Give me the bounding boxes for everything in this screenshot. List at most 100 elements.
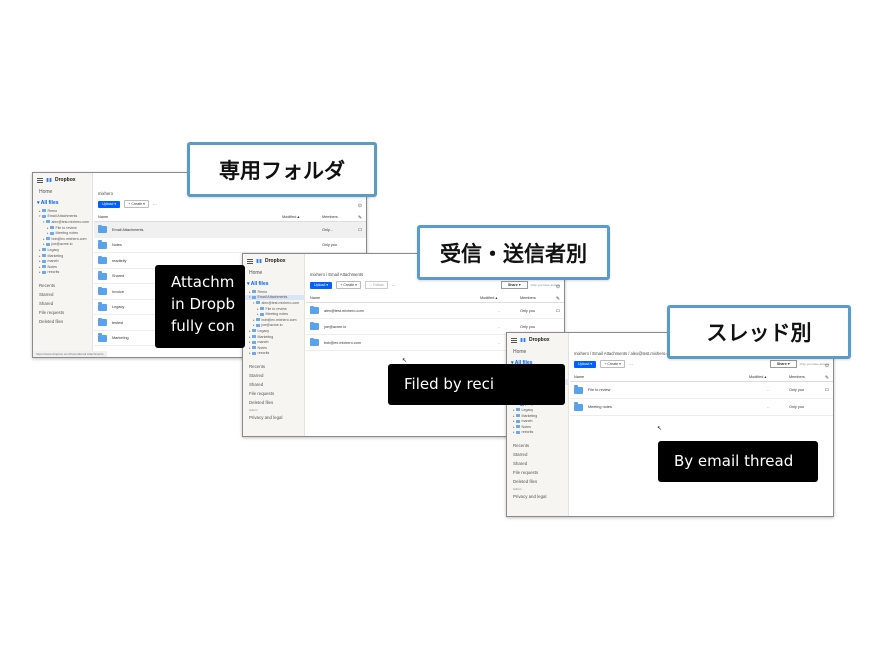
create-label: Create	[607, 362, 619, 367]
tree-item[interactable]: ▸Remo	[33, 208, 92, 214]
side-link-recents[interactable]: Recents	[39, 283, 56, 289]
create-button[interactable]: + Create ▾	[600, 360, 625, 369]
create-button[interactable]: + Create ▾	[124, 200, 149, 209]
activity-icon[interactable]: ⊙	[357, 203, 363, 209]
more-icon[interactable]: ···	[391, 282, 396, 288]
table-row[interactable]: alex@test.mixhero.com--Only you	[306, 303, 564, 320]
tree-item[interactable]: ▸Meeting notes	[243, 311, 304, 317]
more-icon[interactable]: ···	[152, 201, 157, 207]
tree-item[interactable]: ▸Remo	[243, 289, 304, 295]
side-link-admin[interactable]: Admin	[249, 408, 258, 413]
tree-item[interactable]: ▸maneb	[33, 258, 92, 264]
side-link-admin[interactable]: Admin	[513, 487, 522, 492]
side-link-shared[interactable]: Shared	[39, 301, 54, 307]
nav-all-files[interactable]: ▾ All files	[247, 281, 269, 287]
tree-item[interactable]: ▸reecrits	[33, 270, 92, 276]
nav-home[interactable]: Home	[249, 270, 263, 276]
side-link-file-requests[interactable]: File requests	[39, 310, 65, 316]
side-link-privacy[interactable]: Privacy and legal	[513, 494, 547, 500]
tree-item[interactable]: ▸maneb	[507, 418, 568, 424]
share-icon[interactable]: ✎	[357, 215, 363, 221]
tree-item[interactable]: ▸reecrits	[243, 351, 304, 357]
header-modified[interactable]: Modified ▴	[282, 215, 300, 220]
tree-item[interactable]: ▾Email Attachments	[243, 294, 304, 301]
side-link-starred[interactable]: Starred	[513, 452, 528, 458]
tree-item[interactable]: ▸bob@ex.mixhero.com	[33, 236, 92, 242]
side-link-shared[interactable]: Shared	[249, 382, 264, 388]
folder-icon	[42, 248, 47, 252]
tree-item[interactable]: ▸Notes	[243, 345, 304, 351]
caret-icon: ▸	[513, 419, 515, 424]
tree-item[interactable]: ▸Meeting notes	[33, 230, 92, 236]
tree-item[interactable]: ▾Email Attachments	[33, 214, 92, 220]
nav-all-files[interactable]: ▾ All files	[511, 360, 533, 366]
side-link-starred[interactable]: Starred	[249, 373, 264, 379]
folder-icon	[98, 240, 107, 249]
header-members[interactable]: Members	[789, 374, 805, 379]
upload-button[interactable]: Upload ▾	[310, 281, 333, 289]
header-name[interactable]: Name	[574, 374, 585, 379]
menu-icon[interactable]	[511, 337, 517, 343]
tree-item[interactable]: ▸maneb	[243, 339, 304, 345]
tree-item[interactable]: ▸Marketing	[507, 413, 568, 419]
menu-icon[interactable]	[37, 177, 43, 183]
more-icon[interactable]: ···	[628, 361, 633, 367]
header-name[interactable]: Name	[98, 214, 109, 219]
comment-icon[interactable]: ▭	[555, 308, 561, 314]
share-icon[interactable]: ✎	[555, 296, 561, 302]
side-link-starred[interactable]: Starred	[39, 292, 54, 298]
side-link-deleted-files[interactable]: Deleted files	[39, 319, 64, 325]
side-link-deleted-files[interactable]: Deleted files	[513, 479, 538, 485]
tree-item[interactable]: ▸Notes	[33, 264, 92, 270]
side-link-file-requests[interactable]: File requests	[249, 391, 275, 397]
tree-item[interactable]: ▸Marketing	[33, 253, 92, 259]
share-icon[interactable]: ✎	[824, 375, 830, 381]
brand[interactable]: Dropbox	[507, 333, 568, 346]
table-row[interactable]: joe@acme.io--Only you	[306, 319, 564, 336]
comment-icon[interactable]: ▭	[357, 227, 363, 233]
header-modified[interactable]: Modified ▴	[749, 375, 767, 380]
header-modified[interactable]: Modified ▴	[480, 296, 498, 301]
upload-button[interactable]: Upload ▾	[574, 360, 597, 368]
share-button[interactable]: Share ▾	[500, 281, 528, 290]
nav-home[interactable]: Home	[513, 349, 527, 355]
upload-button[interactable]: Upload ▾	[98, 200, 121, 208]
tree-item[interactable]: ▸Notes	[507, 424, 568, 430]
side-link-deleted-files[interactable]: Deleted files	[249, 400, 274, 406]
tree-item[interactable]: ▸Legacy	[33, 247, 92, 253]
brand[interactable]: Dropbox	[33, 173, 92, 186]
tree-item[interactable]: ▸File to review	[33, 225, 92, 231]
side-link-recents[interactable]: Recents	[513, 443, 530, 449]
tree-item[interactable]: ▸Marketing	[243, 334, 304, 340]
tree-item[interactable]: ▸Legacy	[243, 328, 304, 334]
tree-item[interactable]: ▸Legacy	[507, 407, 568, 413]
follow-button[interactable]: ☆ Follow	[364, 281, 388, 290]
activity-icon[interactable]: ⊙	[555, 284, 561, 290]
brand[interactable]: Dropbox	[243, 254, 304, 267]
side-link-shared[interactable]: Shared	[513, 461, 528, 467]
tree-item[interactable]: ▸joe@acme.io	[33, 242, 92, 248]
activity-icon[interactable]: ⊙	[824, 363, 830, 369]
tree-item[interactable]: ▾alex@test.mixhero.com	[243, 300, 304, 306]
comment-icon[interactable]: ▭	[824, 387, 830, 393]
nav-home[interactable]: Home	[39, 189, 53, 195]
header-members[interactable]: Members	[520, 295, 536, 300]
table-row[interactable]: Meeting notes--Only you	[570, 399, 833, 417]
header-name[interactable]: Name	[310, 295, 321, 300]
tree-item[interactable]: ▸reecrits	[507, 430, 568, 436]
table-row[interactable]: File to review--Only you	[570, 382, 833, 400]
side-link-file-requests[interactable]: File requests	[513, 470, 539, 476]
nav-all-files[interactable]: ▾ All files	[37, 200, 59, 206]
tree-item[interactable]: ▸File to review	[243, 306, 304, 312]
tree-item[interactable]: ▸joe@acme.io	[243, 323, 304, 329]
side-link-recents[interactable]: Recents	[249, 364, 266, 370]
menu-icon[interactable]	[247, 258, 253, 264]
tree-item[interactable]: ▾alex@test.mixhero.com	[33, 219, 92, 225]
side-link-privacy[interactable]: Privacy and legal	[249, 415, 283, 421]
header-members[interactable]: Members	[322, 214, 338, 219]
create-button[interactable]: + Create ▾	[336, 281, 361, 290]
tree-item[interactable]: ▸bob@ex.mixhero.com	[243, 317, 304, 323]
share-button[interactable]: Share ▾	[769, 360, 797, 369]
